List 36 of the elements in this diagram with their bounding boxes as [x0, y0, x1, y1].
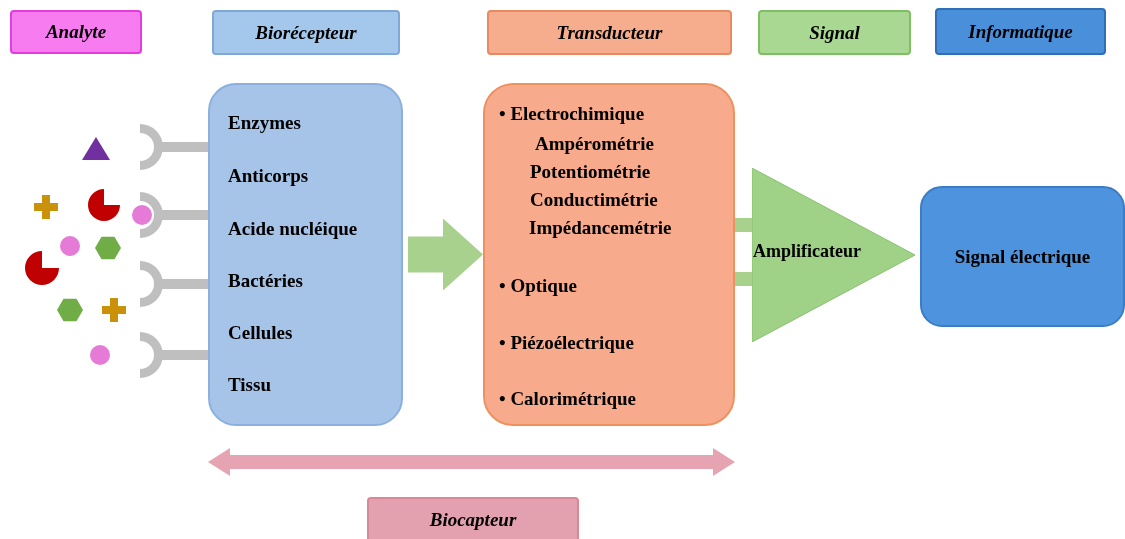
category-tag: [487, 10, 732, 55]
category-title: Biorécepteur: [255, 21, 357, 44]
method-name: Potentiométrie: [530, 161, 651, 183]
method-name: Conductimétrie: [530, 189, 658, 211]
category-title: Analyte: [45, 21, 107, 43]
receptor-type: Acide nucléique: [228, 218, 358, 240]
category-tag: [367, 497, 579, 539]
category-title: Biocapteur: [429, 508, 517, 531]
connector-bar: [735, 272, 752, 286]
amplifier-label: Amplificateur: [753, 241, 861, 262]
category-title: Informatique: [968, 20, 1073, 43]
receptor-type: Cellules: [228, 322, 293, 344]
receptor-type: Tissu: [228, 374, 271, 396]
output-box: [920, 186, 1125, 327]
category-tag: [212, 10, 400, 55]
receptor-type: Enzymes: [228, 112, 301, 134]
transducer-panel: [483, 83, 735, 426]
amplifier-triangle: [752, 168, 915, 342]
category-title: Transducteur: [556, 21, 663, 44]
receptor-type: Bactéries: [228, 270, 303, 292]
block-arrow: [408, 218, 483, 291]
receptor-type: Anticorps: [228, 165, 309, 187]
connector-bar: [735, 218, 752, 232]
transducer-type: • Piézoélectrique: [499, 332, 634, 354]
method-name: Ampérométrie: [535, 133, 654, 155]
output-label: Signal électrique: [954, 245, 1091, 268]
category-tag: [10, 10, 142, 54]
category-tag: [758, 10, 911, 55]
transducer-type: • Calorimétrique: [499, 388, 636, 410]
transducer-type: • Electrochimique: [499, 103, 645, 125]
method-name: Impédancemétrie: [529, 217, 672, 239]
transducer-type: • Optique: [499, 275, 577, 297]
category-tag: [935, 8, 1106, 55]
category-title: Signal: [809, 21, 860, 44]
double-arrow: [208, 448, 735, 476]
receptor-panel: [208, 83, 403, 426]
